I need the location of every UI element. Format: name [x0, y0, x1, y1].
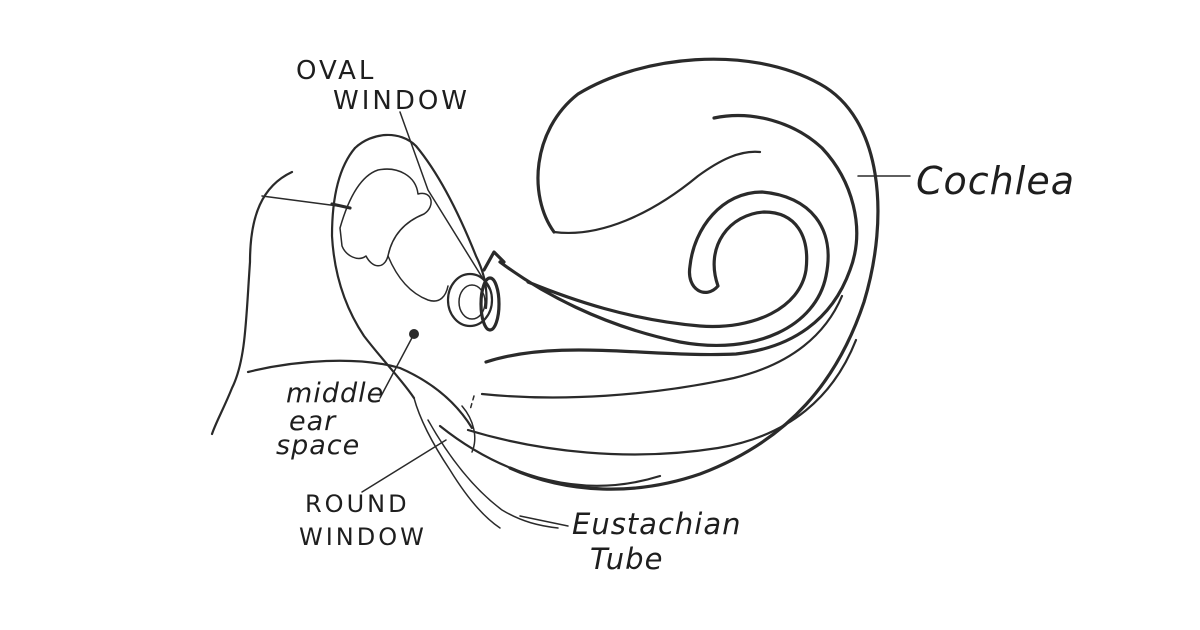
- eustachian-tube: [438, 395, 662, 487]
- round-window-label-line1: ROUND: [305, 490, 410, 518]
- eustachian-tube-label-line1: Eustachian: [572, 507, 742, 541]
- ossicle-chain: [339, 168, 494, 328]
- oval-window: [479, 250, 506, 332]
- round-window-label-line2: WINDOW: [299, 523, 427, 551]
- middle-ear-label-line3: space: [276, 430, 361, 461]
- eustachian-tube-label-line2: Tube: [590, 542, 664, 576]
- outer-bone-outline: [210, 170, 474, 436]
- leader-lines: [361, 111, 911, 527]
- oval-window-label-line2: WINDOW: [333, 86, 471, 116]
- middle-ear-label-line1: middle: [286, 378, 385, 409]
- cochlea-label: Cochlea: [916, 159, 1075, 203]
- middle-ear-cavity: [330, 133, 559, 529]
- middle-ear-label-line2: ear: [289, 406, 337, 437]
- oval-window-label-line1: OVAL: [296, 56, 377, 86]
- cochlea-spiral: [466, 57, 880, 491]
